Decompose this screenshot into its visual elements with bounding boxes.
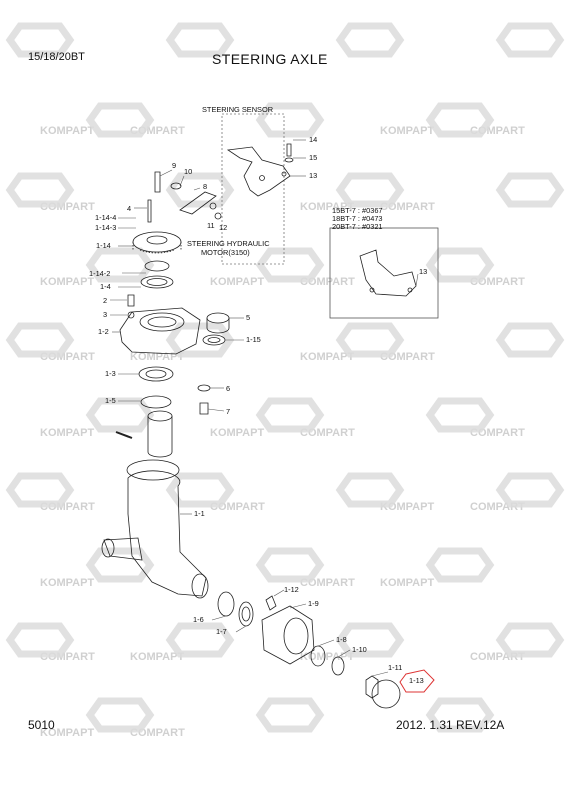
- seal-1-6: [217, 591, 235, 617]
- pin: [115, 431, 133, 439]
- callout-label: 13: [419, 267, 428, 276]
- bearing-1-15: [202, 334, 226, 346]
- callout-label: 14: [309, 135, 318, 144]
- bearing-1-8: [310, 645, 326, 667]
- washer-6: [197, 384, 211, 392]
- callout-label: 1-11: [388, 663, 403, 672]
- callout-label: 1-13: [409, 676, 424, 685]
- seal-1-5: [140, 395, 172, 409]
- sensor-gear: [132, 231, 182, 253]
- callout-label: 1-8: [336, 635, 347, 644]
- motor-note-line2: MOTOR(3150): [201, 248, 250, 257]
- callout-label: 10: [184, 167, 193, 176]
- washer-1-10: [331, 656, 345, 676]
- motor-gear-body: [206, 318, 230, 334]
- bracket-hole: [281, 171, 287, 177]
- serial-note-2: 18BT-7 : #0473: [332, 214, 383, 223]
- callout-label: 1-15: [246, 335, 261, 344]
- screw-2: [127, 294, 135, 307]
- bracket-hole: [259, 175, 265, 181]
- bearing-1-3-inner: [145, 369, 167, 379]
- pin-4: [147, 199, 152, 223]
- callout-label: 2: [103, 296, 108, 305]
- bearing-1-7: [238, 601, 254, 627]
- bearing-1-15-inner: [207, 337, 221, 343]
- callout-label: 1-1: [194, 509, 205, 518]
- housing-bore: [139, 312, 185, 332]
- hub-bore: [283, 617, 309, 655]
- callout-label: 1-12: [284, 585, 299, 594]
- callout-label: 3: [103, 310, 108, 319]
- callout-label: 1-5: [105, 396, 116, 405]
- king-pin-top: [147, 410, 173, 422]
- callout-label: 1-14-2: [89, 269, 111, 278]
- callout-label: 11: [207, 221, 215, 230]
- serial-note-1: 15BT-7 : #0367: [332, 206, 383, 215]
- callout-label: 4: [127, 204, 132, 213]
- callout-label: 1-14-3: [95, 223, 117, 232]
- screw-3: [127, 311, 135, 319]
- motor-gear-5: [206, 312, 230, 324]
- motor-note-line1: STEERING HYDRAULIC: [187, 239, 270, 248]
- page-title: STEERING AXLE: [212, 51, 328, 67]
- callout-label: 1-10: [352, 645, 367, 654]
- callout-label: 1-4: [100, 282, 111, 291]
- axle-arm: [103, 537, 143, 561]
- callout-label: 1-14-4: [95, 213, 117, 222]
- revision-date: 2012. 1.31 REV.12A: [396, 718, 505, 732]
- wheel-bolt-1-12: [265, 595, 277, 611]
- spindle-end: [191, 573, 209, 599]
- sensor-rod: [154, 171, 161, 193]
- variant-bracket: [359, 249, 417, 297]
- variant-bracket-hole: [407, 287, 413, 293]
- knuckle-top: [126, 459, 180, 481]
- sensor-screw: [214, 212, 222, 220]
- sensor-screw: [209, 202, 217, 210]
- model-label: 15/18/20BT: [28, 51, 85, 63]
- sensor-bracket: [226, 146, 291, 197]
- callout-label: 9: [172, 161, 177, 170]
- sensor-gear-inner: [146, 235, 168, 245]
- callout-label: 15: [309, 153, 318, 162]
- bearing-1-4-inner: [146, 278, 168, 286]
- callout-label: 7: [226, 407, 231, 416]
- serial-note-3: 20BT-7 : #0321: [332, 222, 383, 231]
- housing-1-2: [119, 307, 201, 355]
- callout-label: 13: [309, 171, 318, 180]
- housing-bore-inner: [147, 316, 177, 328]
- variant-bracket-hole: [369, 287, 375, 293]
- bearing-1-7-inner: [241, 606, 251, 622]
- sensor-group-frame: [221, 113, 285, 265]
- hub-cap-1-13: [371, 679, 401, 709]
- screw-14: [286, 143, 292, 157]
- bearing-1-3: [138, 366, 174, 382]
- sensor-note: STEERING SENSOR: [202, 105, 274, 114]
- callout-label: 12: [219, 223, 228, 232]
- washer-15: [284, 157, 294, 163]
- callout-label: 1-3: [105, 369, 116, 378]
- variant-box: [329, 227, 439, 319]
- callout-label: 8: [203, 182, 208, 191]
- callout-highlight: [399, 669, 435, 693]
- sensor-plate: [179, 191, 217, 215]
- callout-label: 1-6: [193, 615, 204, 624]
- callout-label: 5: [246, 313, 251, 322]
- axle-arm-end: [101, 538, 115, 558]
- gear-shaft: [144, 260, 170, 272]
- sensor-nut: [170, 182, 182, 190]
- callout-label: 6: [226, 384, 231, 393]
- wheel-hub-1-9: [261, 605, 315, 665]
- axle-knuckle-1-1: [127, 470, 207, 597]
- page-number: 5010: [28, 718, 55, 732]
- grease-fitting-7: [199, 402, 209, 415]
- callout-label: 1-9: [308, 599, 319, 608]
- callout-label: 1-14: [96, 241, 111, 250]
- callout-label: 1-2: [98, 327, 109, 336]
- bearing-1-4: [140, 275, 174, 289]
- callout-label: 1-7: [216, 627, 227, 636]
- king-pin: [147, 416, 173, 458]
